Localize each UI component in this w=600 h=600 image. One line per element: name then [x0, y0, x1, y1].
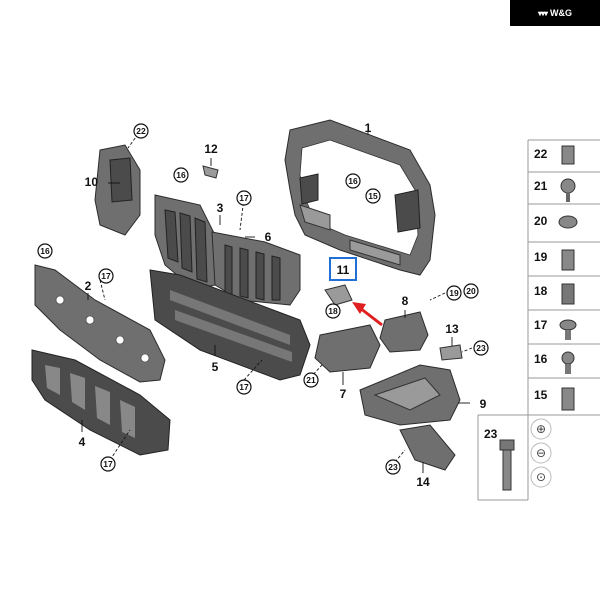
brand-logo: ▾▾▾ W&G — [510, 0, 600, 26]
zoom-reset-icon: ⊙ — [536, 470, 546, 484]
svg-text:15: 15 — [368, 191, 378, 201]
sidebar-item-20: 20 — [534, 214, 548, 228]
part-2-bumper-carrier — [34, 264, 166, 383]
brand-mark-icon: ▾▾▾ — [537, 8, 548, 18]
clip-icon — [561, 283, 575, 305]
part-14-bracket — [399, 424, 456, 471]
svg-text:21: 21 — [306, 375, 316, 385]
svg-text:23: 23 — [476, 343, 486, 353]
bolt-head-icon — [499, 439, 515, 451]
nut-icon — [561, 351, 575, 365]
fastener-sidebar: 22 21 20 19 18 17 16 15 23 — [477, 139, 600, 501]
sidebar-item-15: 15 — [534, 388, 548, 402]
part-4-lower-grid — [31, 349, 171, 456]
svg-text:18: 18 — [328, 306, 338, 316]
label-10: 10 — [85, 175, 99, 189]
zoom-controls: ⊕ ⊖ ⊙ — [530, 418, 552, 488]
brand-name: W&G — [550, 8, 573, 18]
svg-text:17: 17 — [239, 193, 249, 203]
svg-text:11: 11 — [337, 263, 350, 277]
sidebar-item-22: 22 — [534, 147, 548, 161]
zoom-out-icon: ⊖ — [536, 446, 546, 460]
callout-18: 18 — [325, 303, 341, 319]
svg-text:16: 16 — [40, 246, 50, 256]
sidebar-item-19: 19 — [534, 250, 548, 264]
callout-23b: 23 — [385, 459, 401, 475]
label-6: 6 — [265, 230, 272, 244]
rivet-icon — [559, 319, 577, 331]
clip-icon — [561, 249, 575, 271]
rivet-shank-icon — [565, 330, 571, 340]
callout-16b: 16 — [345, 173, 361, 189]
sidebar-item-18: 18 — [534, 284, 548, 298]
zoom-in-button — [530, 418, 552, 440]
sidebar-item-16: 16 — [534, 352, 548, 366]
svg-text:23: 23 — [388, 462, 398, 472]
label-9: 9 — [480, 397, 487, 411]
callout-17d: 17 — [100, 456, 116, 472]
pointer-arrow-icon — [352, 302, 383, 327]
rivet-icon — [558, 215, 578, 229]
bolt-shank-icon — [502, 449, 512, 491]
part-5-air-shutter — [149, 269, 311, 381]
screw-shank-icon — [566, 192, 570, 202]
label-1: 1 — [365, 121, 372, 135]
callout-20: 20 — [463, 283, 479, 299]
detail-label-23: 23 — [484, 427, 498, 441]
part-6-grille-right — [211, 231, 301, 306]
label-8: 8 — [402, 294, 409, 308]
clip-icon — [561, 387, 575, 411]
callout-23a: 23 — [473, 340, 489, 356]
label-2: 2 — [85, 279, 92, 293]
screw-icon — [560, 178, 576, 194]
label-13: 13 — [445, 322, 459, 336]
callout-22: 22 — [133, 123, 149, 139]
part-9-large-duct — [359, 364, 461, 426]
sidebar-item-21: 21 — [534, 179, 548, 193]
callout-17a: 17 — [236, 190, 252, 206]
label-11-highlight[interactable]: 11 — [329, 257, 357, 281]
label-3: 3 — [217, 201, 224, 215]
svg-text:19: 19 — [449, 288, 459, 298]
svg-text:16: 16 — [348, 176, 358, 186]
part-13-clip — [439, 344, 463, 361]
svg-text:17: 17 — [103, 459, 113, 469]
part-11-bracket — [324, 284, 353, 306]
svg-text:17: 17 — [101, 271, 111, 281]
callout-19: 19 — [446, 285, 462, 301]
callout-16a: 16 — [173, 167, 189, 183]
svg-text:16: 16 — [176, 170, 186, 180]
label-4: 4 — [79, 435, 86, 449]
label-12: 12 — [204, 142, 218, 156]
callout-17c: 17 — [236, 379, 252, 395]
svg-text:20: 20 — [466, 286, 476, 296]
part-3-grille-left — [154, 194, 221, 291]
part-1-frame — [284, 119, 436, 276]
sidebar-item-17: 17 — [534, 318, 548, 332]
part-10-air-duct — [94, 144, 141, 236]
zoom-reset-button — [530, 466, 552, 488]
part-7-duct — [314, 324, 381, 373]
svg-text:17: 17 — [239, 382, 249, 392]
part-8-duct — [379, 311, 429, 353]
clip-icon — [561, 145, 575, 165]
callout-16c: 16 — [37, 243, 53, 259]
zoom-out-button — [530, 442, 552, 464]
zoom-in-icon: ⊕ — [536, 422, 546, 436]
label-14: 14 — [416, 475, 430, 489]
svg-text:22: 22 — [136, 126, 146, 136]
callout-17b: 17 — [98, 268, 114, 284]
callout-15: 15 — [365, 188, 381, 204]
part-12-bracket — [202, 165, 219, 179]
callout-21: 21 — [303, 372, 319, 388]
label-7: 7 — [340, 387, 347, 401]
nut-shank-icon — [565, 364, 571, 374]
label-5: 5 — [212, 360, 219, 374]
